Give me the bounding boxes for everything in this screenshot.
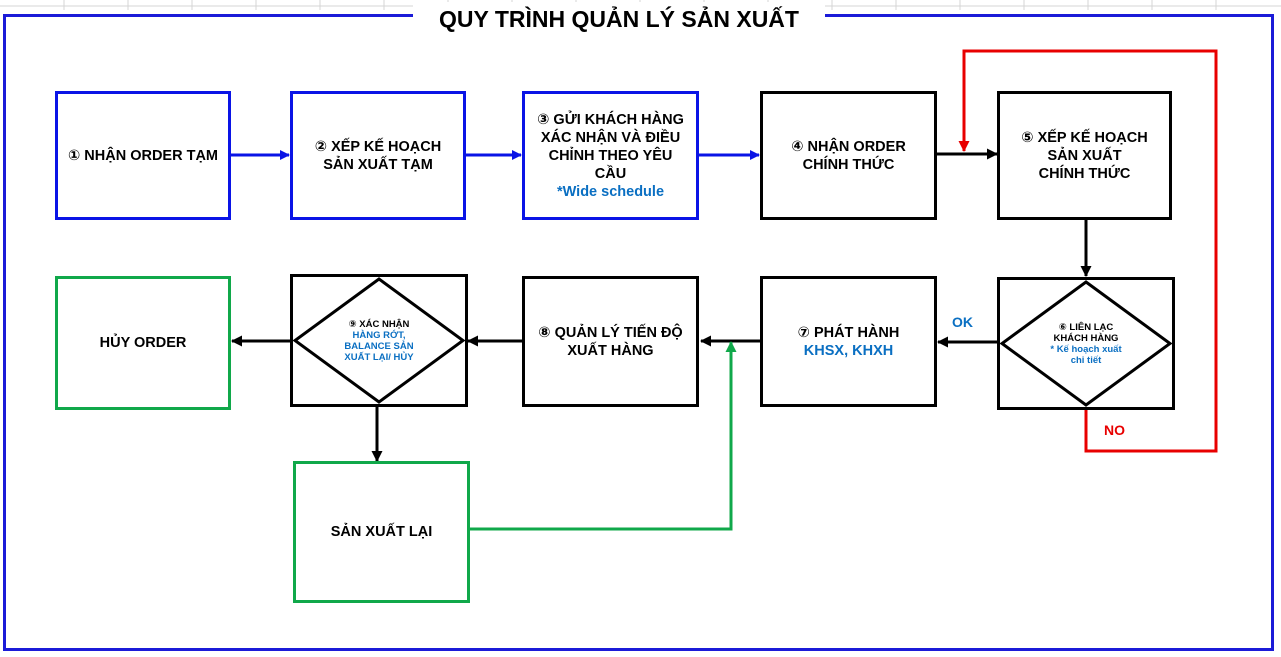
step-2-temp-production-plan: ② XẾP KẾ HOẠCH SẢN XUẤT TẠM (290, 91, 466, 220)
step-7-release-plans: ⑦ PHÁT HÀNH KHSX, KHXH (760, 276, 937, 407)
ok-label: OK (952, 314, 973, 330)
no-label: NO (1104, 422, 1125, 438)
decision-diamond-9 (293, 277, 465, 404)
step-5-official-production-plan: ⑤ XẾP KẾ HOẠCH SẢN XUẤT CHÍNH THỨC (997, 91, 1172, 220)
step-4-receive-official-order: ④ NHẬN ORDER CHÍNH THỨC (760, 91, 937, 220)
step-6-contact-customer-decision: ⑥ LIÊN LẠC KHÁCH HÀNG * Kế hoạch xuất ch… (997, 277, 1175, 410)
step-8-manage-shipping-progress: ⑧ QUẢN LÝ TIẾN ĐỘ XUẤT HÀNG (522, 276, 699, 407)
arrow-redo-s8 (470, 341, 737, 531)
reproduce-box: SẢN XUẤT LẠI (293, 461, 470, 603)
step-1-receive-temp-order: ① NHẬN ORDER TẠM (55, 91, 231, 220)
cancel-order-box: HỦY ORDER (55, 276, 231, 410)
arrow-no-loop (958, 49, 1218, 453)
step-3-send-customer-confirm: ③ GỬI KHÁCH HÀNG XÁC NHẬN VÀ ĐIỀU CHỈNH … (522, 91, 699, 220)
decision-diamond-6 (1000, 280, 1172, 407)
diagram-title: QUY TRÌNH QUẢN LÝ SẢN XUẤT (413, 2, 825, 36)
step-9-confirm-decision: ⑨ XÁC NHẬN HÀNG RỚT, BALANCE SẢN XUẤT LẠ… (290, 274, 468, 407)
wide-schedule-note: *Wide schedule (556, 183, 665, 200)
